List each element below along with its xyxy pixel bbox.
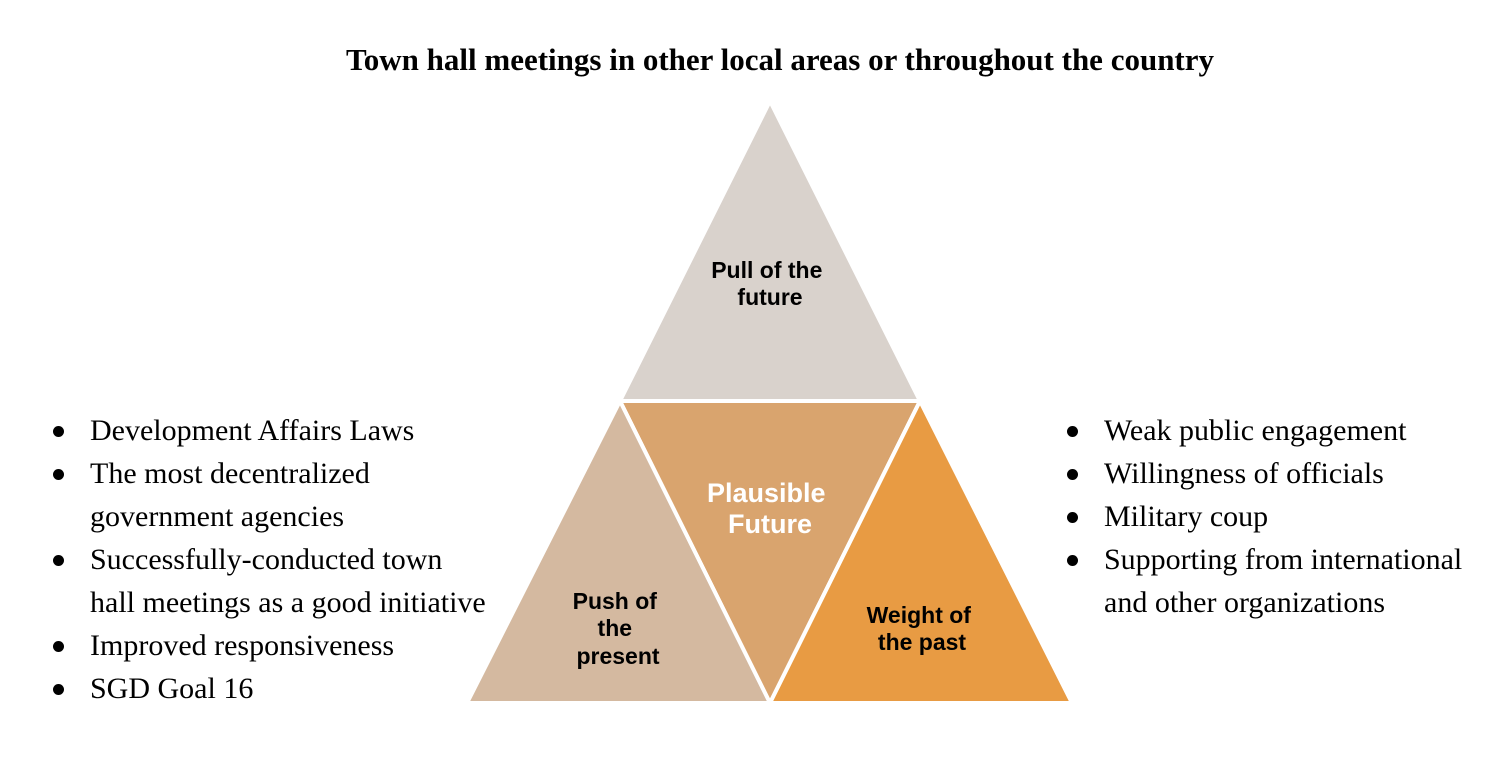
list-item: Weak public engagement: [1064, 409, 1484, 452]
list-item: Successfully-conducted town hall meeting…: [50, 538, 490, 624]
push-of-the-present-label-line: present: [576, 643, 659, 669]
list-item: Supporting from international and other …: [1064, 538, 1484, 624]
pull-of-the-future-triangle: [616, 96, 924, 403]
pull-of-the-future-label-line: Pull of the: [711, 257, 822, 283]
list-item: The most decentralized government agenci…: [50, 452, 490, 538]
list-item: Military coup: [1064, 495, 1484, 538]
plausible-future-label-line: Future: [728, 509, 812, 539]
push-of-the-present-triangle: [463, 396, 774, 705]
left-bullet-list: Development Affairs Laws The most decent…: [50, 409, 490, 710]
weight-of-the-past-label: Weight of the past: [867, 602, 978, 655]
right-bullet-list: Weak public engagement Willingness of of…: [1064, 409, 1484, 624]
list-item: SGD Goal 16: [50, 667, 490, 710]
diagram-title: Town hall meetings in other local areas …: [345, 42, 1215, 77]
list-item: Improved responsiveness: [50, 624, 490, 667]
push-of-the-present-label-line: the: [598, 615, 633, 641]
list-item: Development Affairs Laws: [50, 409, 490, 452]
weight-of-the-past-label-line: the past: [878, 629, 967, 655]
push-of-the-present-label-line: Push of: [573, 588, 658, 614]
push-of-the-present-label: Push of the present: [573, 588, 664, 669]
plausible-future-label-line: Plausible: [707, 478, 826, 508]
pull-of-the-future-label: Pull of the future: [711, 257, 829, 310]
weight-of-the-past-label-line: Weight of: [867, 602, 972, 628]
weight-of-the-past-triangle: [766, 396, 1076, 705]
plausible-future-label: Plausible Future: [707, 478, 833, 539]
list-item: Willingness of officials: [1064, 452, 1484, 495]
pull-of-the-future-label-line: future: [737, 284, 802, 310]
